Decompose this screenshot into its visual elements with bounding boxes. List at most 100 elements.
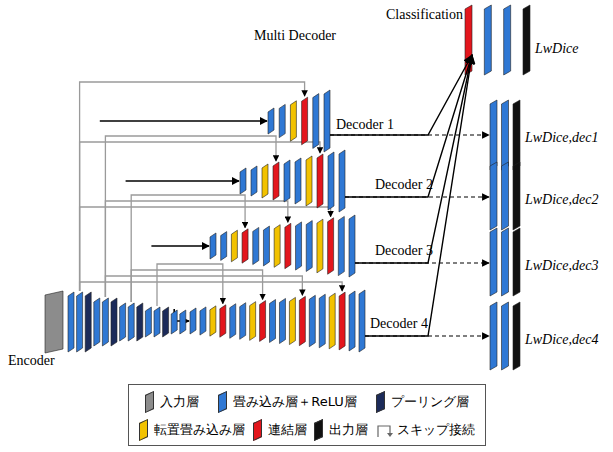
- decoder-label: Decoder 3: [375, 243, 433, 259]
- layer-slab: [85, 292, 91, 352]
- layer-slab: [145, 307, 151, 337]
- layer-slab: [296, 222, 302, 270]
- layer-slab: [338, 216, 344, 275]
- layer-slab: [502, 302, 509, 370]
- layer-slab: [502, 162, 509, 230]
- layer-slab: [68, 292, 74, 352]
- layer-slab: [154, 307, 160, 337]
- layer-slab: [279, 104, 285, 137]
- legend-item: 出力層: [314, 421, 368, 439]
- layer-slab: [220, 305, 226, 337]
- layer-slab: [111, 298, 117, 346]
- dashed-arrow: [355, 262, 489, 263]
- layer-slab: [262, 164, 268, 198]
- skip-connection-icon: [376, 422, 394, 438]
- layer-slab: [306, 156, 312, 206]
- layer-slab: [513, 302, 520, 370]
- layer-slab: [242, 229, 248, 263]
- legend-swatch: [253, 419, 262, 441]
- layer-slab: [324, 90, 330, 152]
- loss-label: LwDice,dec2: [525, 192, 598, 208]
- skip-connection: [105, 276, 302, 297]
- skip-connection: [80, 207, 331, 291]
- layer-slab: [250, 302, 256, 341]
- layer-slab: [221, 232, 227, 261]
- layer-slab: [317, 154, 323, 208]
- legend-text: 連結層: [268, 422, 307, 438]
- layer-slab: [240, 168, 246, 194]
- layer-slab: [317, 219, 323, 273]
- skip-connection: [80, 142, 320, 291]
- layer-slab: [200, 307, 206, 335]
- legend-item: 入力層: [145, 393, 199, 411]
- decoder-input-arrow: [126, 180, 239, 182]
- layer-slab: [231, 230, 237, 262]
- layer-slab: [274, 225, 280, 268]
- legend-row: 入力層 畳み込み層＋ReLU層 プーリング層: [135, 393, 479, 411]
- layer-slab: [490, 228, 497, 296]
- layer-slab: [284, 160, 290, 202]
- classification-label: Classification: [386, 7, 463, 23]
- legend-text: スキップ接続: [397, 422, 475, 438]
- loss-label: LwDice,dec3: [525, 258, 598, 274]
- layer-slab: [273, 162, 279, 200]
- decoder-arrow: [355, 55, 472, 263]
- skip-connections: [80, 82, 343, 321]
- layer-slab: [328, 218, 334, 274]
- decoder-input-arrow: [100, 120, 267, 122]
- dashed-arrow: [345, 196, 489, 197]
- legend-swatch: [139, 419, 148, 441]
- layer-slab: [190, 308, 196, 334]
- layer-slab: [253, 227, 259, 264]
- layer-slab: [210, 233, 216, 259]
- layer-slab: [77, 292, 83, 352]
- layer-slab: [490, 302, 497, 370]
- layer-slab: [523, 5, 530, 75]
- layer-slab: [279, 298, 285, 343]
- skip-icon-line: [378, 426, 390, 437]
- layer-slab: [45, 291, 63, 353]
- layer-slab: [513, 100, 520, 170]
- layer-slab: [210, 306, 216, 336]
- legend-swatch: [314, 419, 323, 441]
- output-stack: LwDice,dec4: [490, 302, 520, 370]
- legend-swatch: [376, 391, 385, 413]
- layer-slab: [299, 296, 305, 345]
- skip-connection: [80, 82, 305, 291]
- output-stack: LwDice,dec3: [490, 228, 520, 296]
- layer-slab: [309, 295, 315, 346]
- legend-text: 転置畳み込み層: [154, 422, 245, 438]
- legend-item: プーリング層: [376, 393, 469, 411]
- layer-slab: [490, 162, 497, 230]
- legend-item: 連結層: [253, 421, 307, 439]
- layer-slab: [339, 150, 345, 212]
- layer-slab: [513, 162, 520, 230]
- layer-slab: [319, 294, 325, 348]
- layer-slab: [339, 292, 345, 350]
- encoder-stack: Encoder: [45, 285, 190, 355]
- dashed-arrow: [365, 335, 489, 336]
- dashed-arrow: [330, 134, 489, 135]
- layer-slab: [260, 301, 266, 342]
- layer-slab: [504, 5, 511, 75]
- layer-slab: [251, 166, 257, 196]
- layer-slab: [263, 226, 269, 266]
- layer-slab: [128, 303, 134, 341]
- layer-stacks: [45, 5, 530, 370]
- legend-item: スキップ接続: [376, 422, 475, 438]
- decoder-label: Decoder 2: [375, 177, 433, 193]
- legend-item: 転置畳み込み層: [139, 421, 245, 439]
- layer-slab: [513, 228, 520, 296]
- legend-text: 出力層: [329, 422, 368, 438]
- layer-slab: [163, 307, 169, 337]
- layer-slab: [102, 298, 108, 346]
- layer-slab: [120, 303, 126, 341]
- legend-item: 畳み込み層＋ReLU層: [218, 393, 357, 411]
- layer-slab: [329, 293, 335, 349]
- decoder-stack: Decoder 3: [210, 215, 355, 277]
- skip-connection: [131, 195, 245, 302]
- encoder-label: Encoder: [8, 353, 55, 369]
- legend-box: 入力層 畳み込み層＋ReLU層 プーリング層転置畳み込み層 連結層 出力層 スキップ接続: [128, 384, 486, 446]
- legend-text: 入力層: [160, 394, 199, 410]
- loss-label: LwDice,dec4: [525, 332, 598, 348]
